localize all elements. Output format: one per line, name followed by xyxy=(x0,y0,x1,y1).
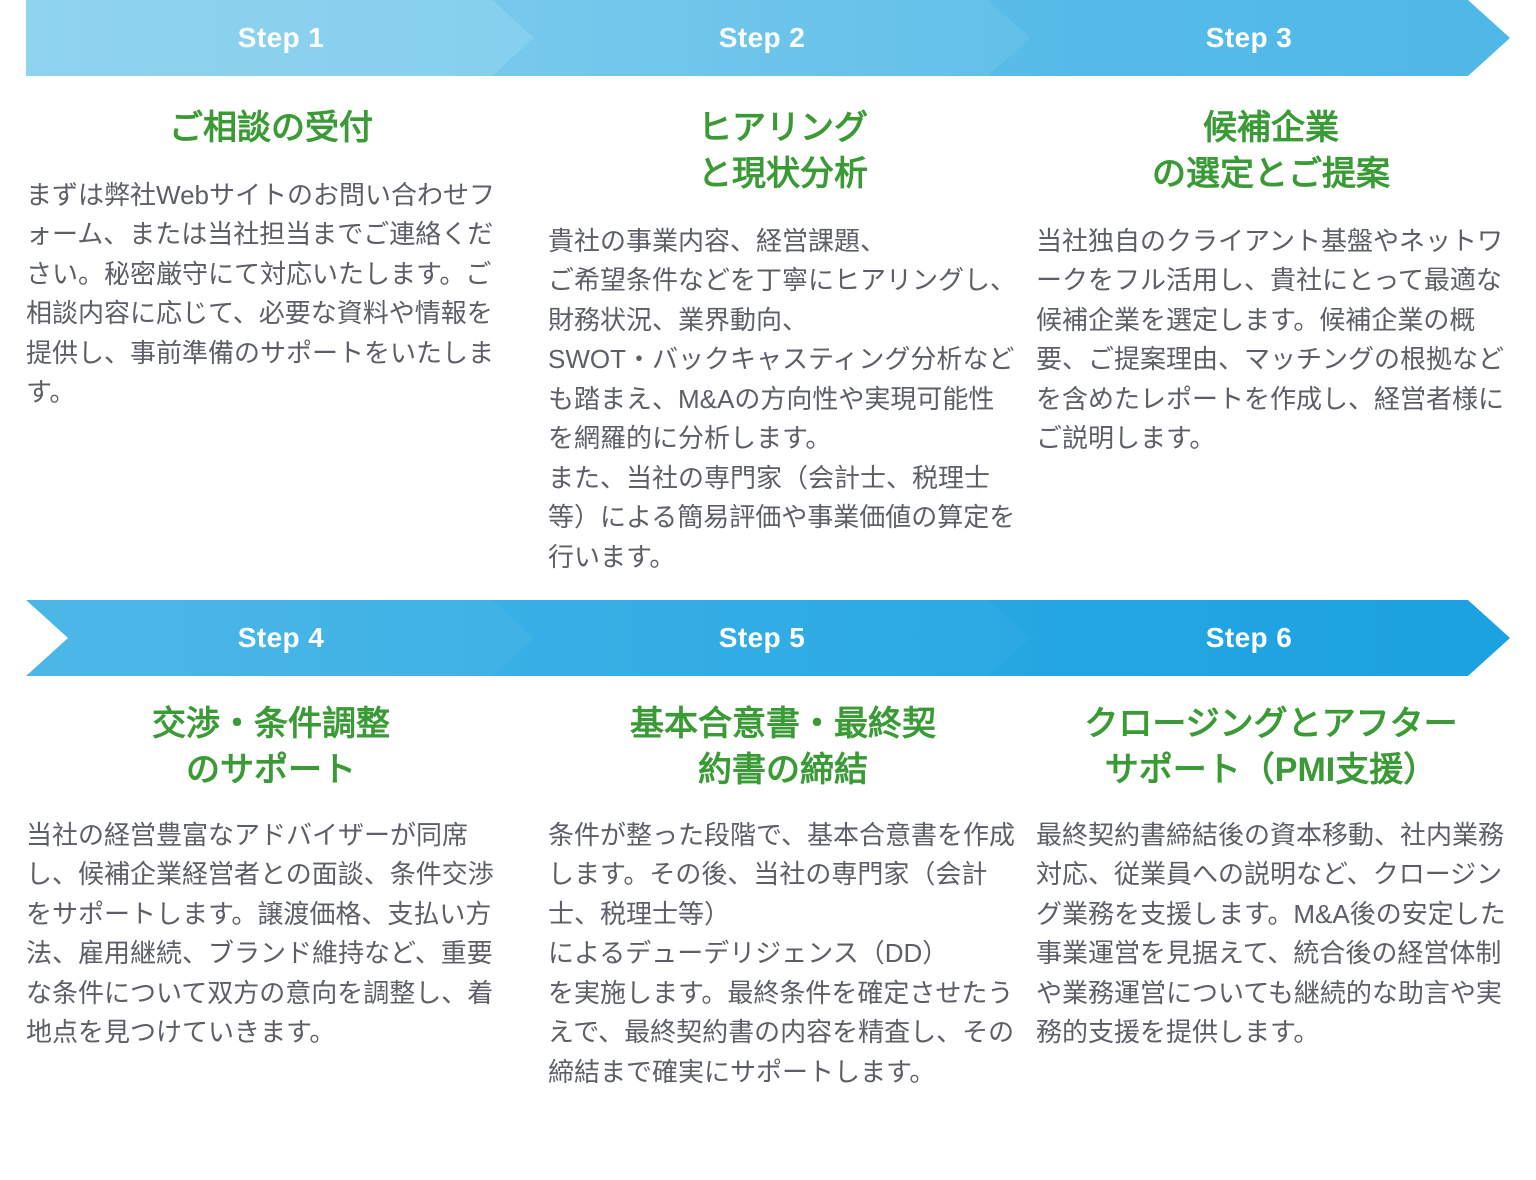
step-heading-1: ご相談の受付 xyxy=(169,109,373,147)
step-heading-5: 基本合意書・最終契 約書の締結 xyxy=(630,705,936,789)
step-label-2: Step 2 xyxy=(718,22,806,53)
step-heading-2: ヒアリング と現状分析 xyxy=(698,109,868,193)
step-card-6: クロージングとアフター サポート（PMI支援） 最終契約書締結後の資本移動、社内… xyxy=(1036,676,1506,1053)
step-heading-4: 交渉・条件調整 のサポート xyxy=(152,705,390,789)
step-card-3: 候補企業 の選定とご提案 当社独自のクライアント基盤やネットワークをフル活用し、… xyxy=(1036,76,1506,459)
step-label-5: Step 5 xyxy=(718,622,806,653)
step-label-6: Step 6 xyxy=(1205,622,1293,653)
step-heading-3: 候補企業 の選定とご提案 xyxy=(1152,109,1390,193)
step-card-5: 基本合意書・最終契 約書の締結 条件が整った段階で、基本合意書を作成します。その… xyxy=(548,676,1018,1092)
step-label-1: Step 1 xyxy=(237,22,325,53)
step-heading-6: クロージングとアフター サポート（PMI支援） xyxy=(1084,705,1458,789)
step-arrow-band-1: Step 1 Step 2 Step 3 xyxy=(0,0,1536,76)
step-card-1: ご相談の受付 まずは弊社Webサイトのお問い合わせフォーム、または当社担当までご… xyxy=(26,76,516,413)
step-body-4: 当社の経営豊富なアドバイザーが同席し、候補企業経営者との面談、条件交渉をサポート… xyxy=(26,819,494,1048)
step-body-3: 当社独自のクライアント基盤やネットワークをフル活用し、貴社にとって最適な候補企業… xyxy=(1036,225,1505,454)
step-arrow-1[interactable]: Step 1 xyxy=(26,0,536,76)
step-body-5: 条件が整った段階で、基本合意書を作成します。その後、当社の専門家（会計士、税理士… xyxy=(548,819,1015,1087)
step-body-1: まずは弊社Webサイトのお問い合わせフォーム、または当社担当までご連絡ください。… xyxy=(26,179,495,408)
step-arrow-5[interactable]: Step 5 xyxy=(492,600,1032,676)
step-arrow-2[interactable]: Step 2 xyxy=(492,0,1032,76)
step-label-4: Step 4 xyxy=(237,622,325,653)
step-arrow-4[interactable]: Step 4 xyxy=(26,600,536,676)
process-row-2: Step 4 Step 5 Step 6 交渉・条件調整 のサポート 当社の経営… xyxy=(0,600,1536,1180)
step-arrow-band-2: Step 4 Step 5 Step 6 xyxy=(0,600,1536,676)
process-row-1: Step 1 Step 2 Step 3 ご相談の受付 まずは弊社Webサイトの… xyxy=(0,0,1536,577)
step-label-3: Step 3 xyxy=(1205,22,1293,53)
step-body-2: 貴社の事業内容、経営課題、 ご希望条件などを丁寧にヒアリングし、財務状況、業界動… xyxy=(548,225,1017,572)
step-card-2: ヒアリング と現状分析 貴社の事業内容、経営課題、 ご希望条件などを丁寧にヒアリ… xyxy=(548,76,1018,577)
step-arrow-3[interactable]: Step 3 xyxy=(988,0,1510,76)
step-arrow-6[interactable]: Step 6 xyxy=(988,600,1510,676)
step-card-4: 交渉・条件調整 のサポート 当社の経営豊富なアドバイザーが同席し、候補企業経営者… xyxy=(26,676,516,1053)
step-body-6: 最終契約書締結後の資本移動、社内業務対応、従業員への説明など、クロージング業務を… xyxy=(1036,819,1506,1048)
